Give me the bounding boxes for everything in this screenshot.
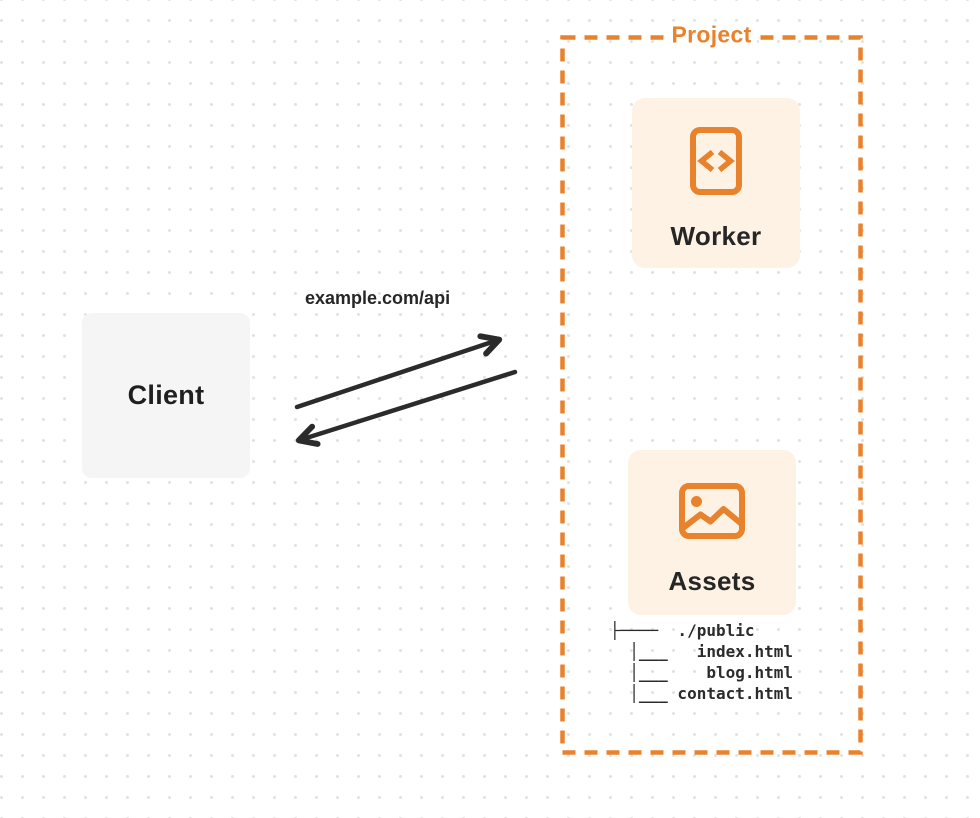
file-tree-line-public: ├──── ./public [610,621,755,640]
worker-label: Worker [670,221,762,251]
request-arrow [294,333,503,410]
file-tree-line-contact: │___ contact.html [610,684,794,703]
project-label: Project [666,21,757,49]
file-tree-line-blog: │___ blog.html [610,663,794,682]
assets-label: Assets [668,566,756,596]
response-arrow [295,369,518,447]
assets-node: Assets [628,450,796,615]
file-tree-line-index: │___ index.html [610,642,794,661]
api-endpoint-label: example.com/api [305,288,451,308]
client-node: Client [82,313,250,478]
project-container: Project [560,21,863,755]
worker-node: Worker [632,98,800,268]
client-label: Client [127,380,205,410]
assets-file-tree: ├──── ./public │___ index.html │___ blog… [610,620,793,704]
image-icon [679,483,745,539]
code-document-icon [690,127,742,195]
